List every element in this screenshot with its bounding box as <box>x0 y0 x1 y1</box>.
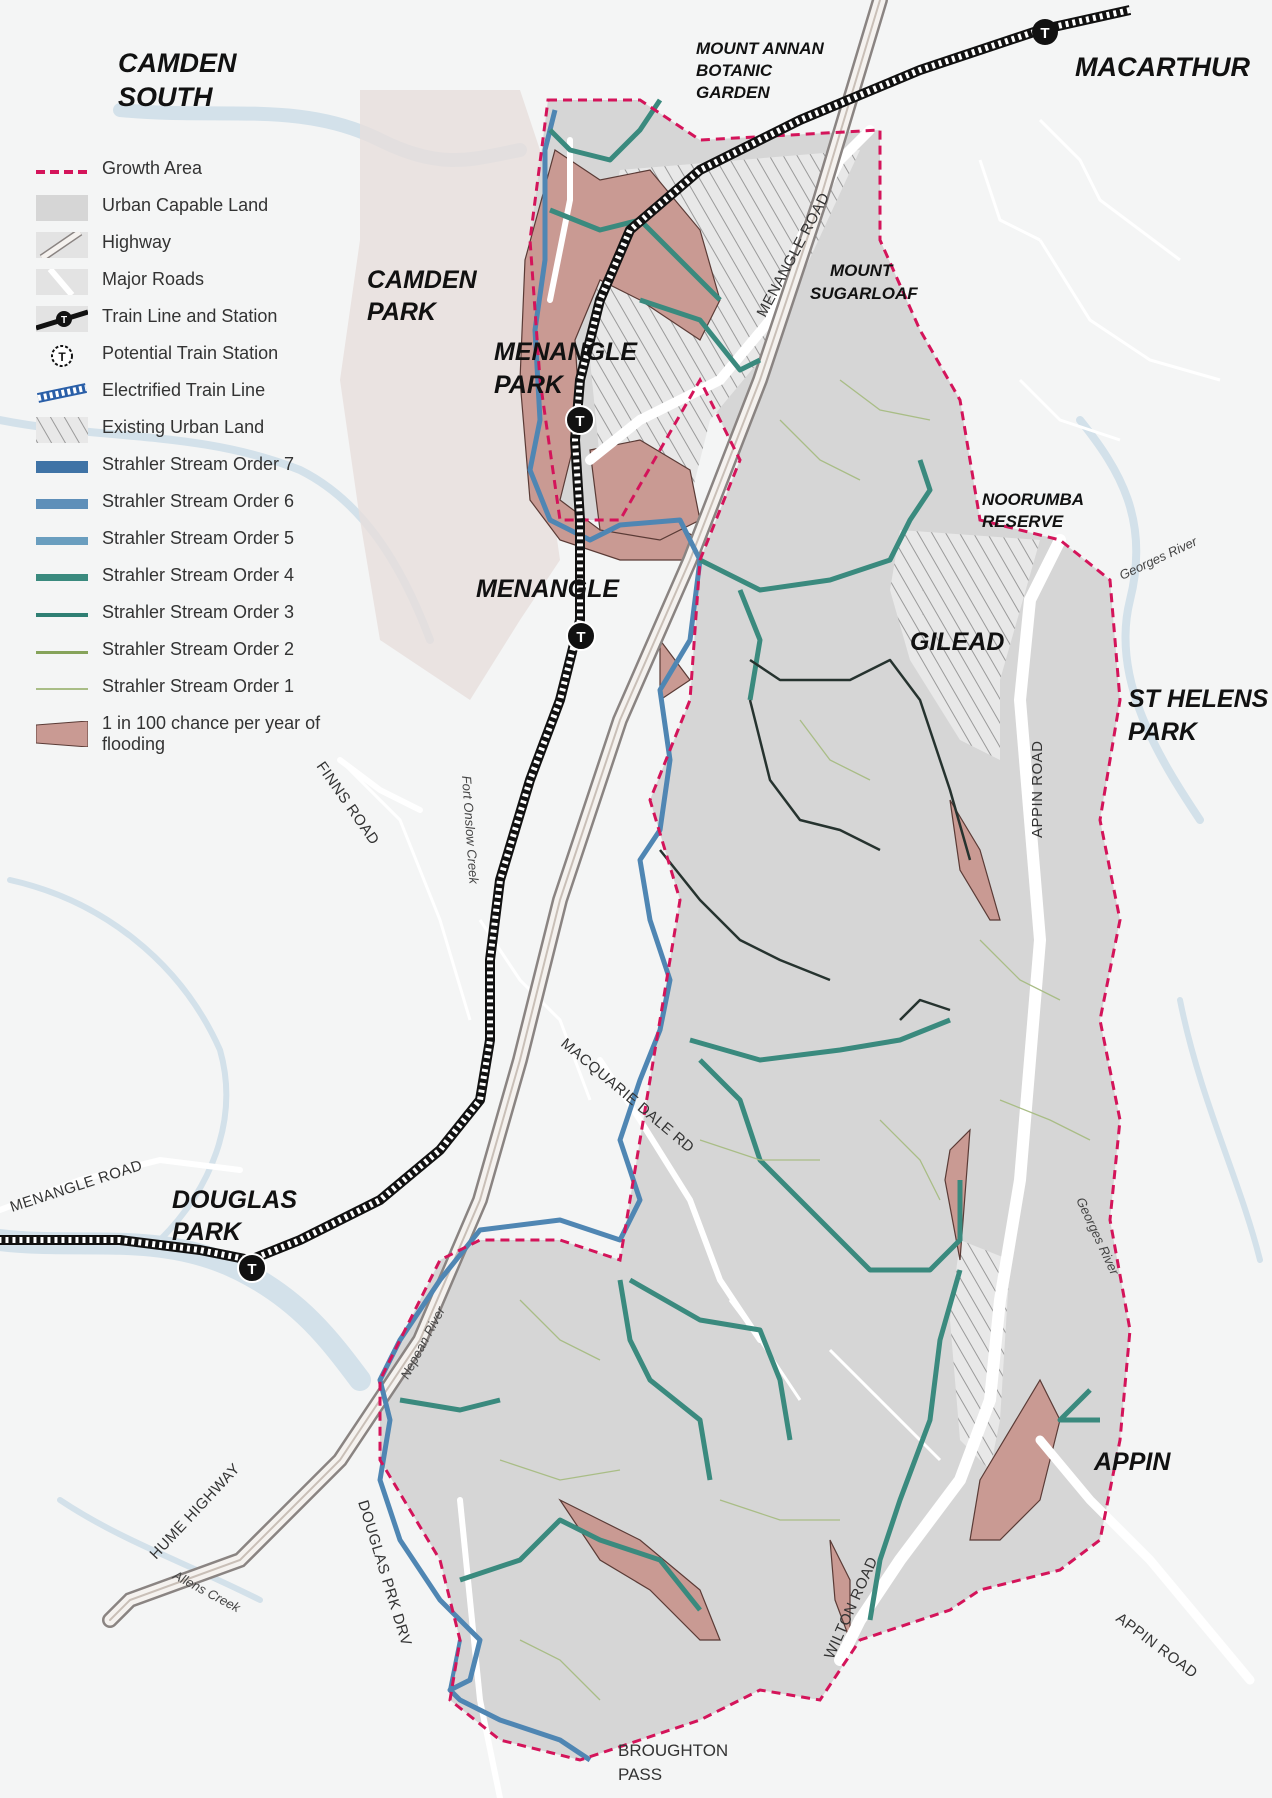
label-appin-road: APPIN ROAD <box>1029 740 1046 838</box>
legend-label: Growth Area <box>102 158 203 178</box>
legend-swatch-train-station: T <box>35 306 89 332</box>
legend-swatch-potential-station: T <box>36 343 88 367</box>
legend-item-strahler-4: Strahler Stream Order 4 <box>36 565 336 602</box>
label-menangle-road-west: MENANGLE ROAD <box>8 1157 145 1216</box>
legend-label: Strahler Stream Order 5 <box>102 528 295 548</box>
legend-label: Potential Train Station <box>102 343 279 363</box>
growth-area-boundary <box>378 98 1132 1762</box>
train-station-menangle: T <box>566 621 596 651</box>
existing-urban-gilead <box>890 530 1040 760</box>
label-mount-sugarloaf: MOUNT SUGARLOAF <box>810 261 918 303</box>
legend-item-potential-train-station: T Potential Train Station <box>36 343 336 380</box>
label-menangle: MENANGLE <box>476 575 620 603</box>
legend-item-train-line-station: T Train Line and Station <box>35 306 336 343</box>
map-legend: Growth Area Urban Capable Land Highway M… <box>35 158 336 759</box>
legend-label: Strahler Stream Order 7 <box>102 454 295 474</box>
legend-label: Highway <box>102 232 172 252</box>
legend-item-strahler-5: Strahler Stream Order 5 <box>36 528 336 565</box>
svg-text:T: T <box>1040 25 1049 42</box>
legend-swatch-strahler-4 <box>36 565 88 589</box>
legend-label: Electrified Train Line <box>102 380 266 400</box>
svg-text:T: T <box>576 629 585 646</box>
label-finns-road: FINNS ROAD <box>313 759 383 849</box>
legend-swatch-existing-urban <box>36 417 88 443</box>
svg-text:T: T <box>575 413 584 430</box>
legend-item-highway: Highway <box>36 228 336 269</box>
label-macarthur: MACARTHUR <box>1075 52 1250 82</box>
train-station-macarthur: T <box>1032 19 1058 45</box>
legend-label: Strahler Stream Order 2 <box>102 639 295 659</box>
legend-swatch-major-roads <box>36 267 88 297</box>
label-appin-road-south: APPIN ROAD <box>1113 1610 1201 1682</box>
hume-highway <box>102 0 888 1628</box>
label-douglas-park-drv: DOUGLAS PRK DRV <box>354 1498 415 1648</box>
train-station-menangle-park: T <box>565 405 595 435</box>
legend-label: Strahler Stream Order 4 <box>102 565 295 585</box>
svg-text:T: T <box>61 315 67 326</box>
legend-item-growth-area: Growth Area <box>36 158 336 195</box>
legend-item-urban-capable-land: Urban Capable Land <box>36 195 336 232</box>
legend-item-strahler-6: Strahler Stream Order 6 <box>36 491 336 528</box>
label-fort-onslow-creek: Fort Onslow Creek <box>459 775 482 886</box>
legend-label: Strahler Stream Order 6 <box>102 491 295 511</box>
label-mount-annan-botanic-garden: MOUNT ANNAN BOTANIC GARDEN <box>696 39 829 102</box>
legend-label: Major Roads <box>102 269 205 289</box>
legend-swatch-strahler-3 <box>36 602 88 626</box>
label-georges-river-north: Georges River <box>1117 533 1200 582</box>
legend-swatch-strahler-1 <box>36 676 88 700</box>
legend-swatch-flooding <box>35 720 89 748</box>
legend-swatch-strahler-6 <box>36 491 88 515</box>
legend-swatch-highway <box>36 228 88 262</box>
label-st-helens-park: ST HELENS PARK <box>1128 685 1272 746</box>
legend-label: 1 in 100 chance per year of flooding <box>102 713 321 754</box>
label-appin: APPIN <box>1093 1448 1171 1476</box>
label-camden-south: CAMDEN SOUTH <box>118 48 244 112</box>
legend-swatch-electrified-line <box>36 380 88 404</box>
svg-text:T: T <box>247 1261 256 1278</box>
legend-label: Urban Capable Land <box>102 195 269 215</box>
train-station-douglas-park: T <box>237 1253 267 1283</box>
stream-order-7 <box>377 109 703 1763</box>
label-noorumba-reserve: NOORUMBA RESERVE <box>982 490 1088 531</box>
stream-order-3 <box>659 658 972 1021</box>
legend-swatch-strahler-5 <box>36 528 88 552</box>
label-camden-park: CAMDEN PARK <box>367 266 484 326</box>
stream-order-1-2 <box>499 379 1091 1701</box>
stream-order-4 <box>399 98 1100 1621</box>
label-douglas-park: DOUGLAS PARK <box>172 1186 304 1246</box>
legend-swatch-growth-area <box>36 158 88 182</box>
label-broughton-pass: BROUGHTON PASS <box>618 1741 733 1784</box>
legend-item-strahler-2: Strahler Stream Order 2 <box>36 639 336 676</box>
legend-item-strahler-1: Strahler Stream Order 1 <box>36 676 336 713</box>
legend-swatch-strahler-7 <box>36 454 88 478</box>
legend-label: Strahler Stream Order 3 <box>102 602 295 622</box>
legend-item-major-roads: Major Roads <box>36 267 336 306</box>
legend-label: Existing Urban Land <box>102 417 265 437</box>
camden-park-context <box>340 90 560 700</box>
legend-item-strahler-3: Strahler Stream Order 3 <box>36 602 336 639</box>
legend-label: Strahler Stream Order 1 <box>102 676 295 696</box>
legend-swatch-strahler-2 <box>36 639 88 663</box>
svg-text:T: T <box>58 350 66 364</box>
legend-swatch-urban-capable <box>36 195 88 221</box>
label-menangle-park: MENANGLE PARK <box>494 338 644 399</box>
legend-item-existing-urban-land: Existing Urban Land <box>36 417 336 454</box>
legend-item-electrified-train-line: Electrified Train Line <box>36 380 336 417</box>
legend-label: Train Line and Station <box>102 306 278 326</box>
label-hume-highway: HUME HIGHWAY <box>146 1460 243 1563</box>
label-gilead: GILEAD <box>910 628 1004 656</box>
legend-item-flooding: 1 in 100 chance per year of flooding <box>35 713 336 759</box>
legend-item-strahler-7: Strahler Stream Order 7 <box>36 454 336 491</box>
